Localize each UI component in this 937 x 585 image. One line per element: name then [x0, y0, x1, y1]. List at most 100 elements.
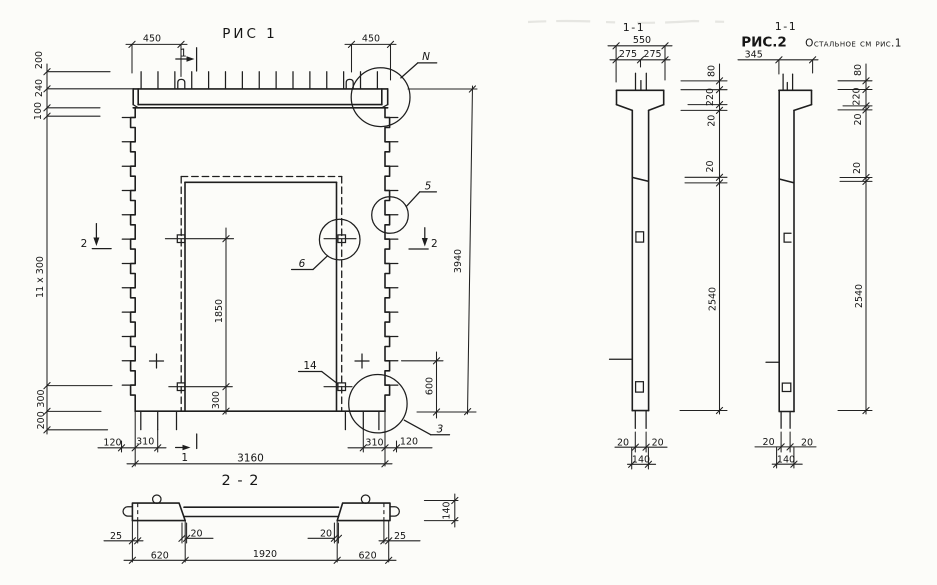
dim-20-left-label: 20 — [190, 529, 202, 540]
dim-310-right-label: 310 — [365, 438, 383, 449]
dim-2540-left-col-label: 2540 — [708, 287, 719, 311]
dim-300-left-label: 300 — [36, 389, 47, 407]
section-mark-2-left-label: 2 — [81, 238, 88, 250]
column-a-right-chain: 80 220 20 20 2540 — [679, 63, 728, 415]
section-mark-1-top-label: 1 — [180, 48, 187, 60]
dim-100-label: 100 — [33, 102, 44, 120]
dim-620-left-label: 620 — [151, 550, 169, 561]
dim-345-label: 345 — [745, 49, 763, 60]
dim-275-right-label: 275 — [643, 49, 661, 60]
dim-140-a-label: 140 — [632, 455, 650, 466]
embedded-plates — [164, 234, 357, 392]
column-b-top-dims: 345 — [737, 49, 819, 75]
section-mark-1-bottom: 1 — [174, 433, 198, 464]
section-1-1-right-title: 1-1 — [775, 20, 797, 33]
section-1-1-left: 1-1 550 275 — [607, 21, 728, 470]
opening-hidden-outline — [180, 175, 343, 412]
dim-240-label: 240 — [34, 79, 45, 97]
opening-outline — [184, 181, 338, 413]
section-2-2-view: 2 - 2 25 620 1920 620 — [103, 473, 459, 563]
column-b-outline — [765, 73, 813, 429]
top-rebar-dowels — [140, 71, 379, 90]
column-b-bottom-dims: 20 20 140 — [754, 431, 817, 469]
dim-20-lintel-right-col-label: 20 — [852, 162, 863, 174]
dim-80-right-col-label: 80 — [853, 64, 864, 76]
lifting-loop-plan-left — [151, 494, 162, 505]
keyed-side-edges — [121, 107, 399, 412]
dim-450-left-label: 450 — [143, 34, 161, 45]
bottom-dowels — [140, 410, 380, 431]
dim-20-foot-left-b-label: 20 — [763, 437, 775, 448]
fig1-title: РИС 1 — [222, 26, 278, 42]
section-mark-1-bottom-label: 1 — [181, 452, 188, 464]
dim-11x300-label: 11 x 300 — [35, 256, 46, 298]
callout-6: 6 — [290, 218, 361, 271]
callout-n-label: N — [422, 51, 430, 63]
column-a-top-dims: 550 275 275 — [607, 35, 673, 83]
callout-14-label: 14 — [303, 360, 317, 372]
dim-140-label: 140 — [441, 501, 452, 519]
dim-bottom-left: 120 310 — [97, 410, 167, 467]
dim-chain-left: 200 240 100 11 x 300 300 200 — [33, 51, 134, 435]
section-1-1-right: 1-1 РИС.2 Остальное см рис.1 345 — [737, 20, 902, 469]
dim-220-left-col-label: 220 — [705, 88, 716, 106]
dim-25-left-label: 25 — [110, 531, 122, 542]
dim-200-bottom-label: 200 — [36, 411, 47, 429]
dim-3160: 3160 — [126, 453, 393, 465]
dim-20-lintel-left-col-label: 20 — [705, 160, 716, 172]
callout-n: N — [350, 51, 438, 128]
column-a-bottom-dims: 20 20 140 — [614, 431, 668, 470]
dim-25-right-label: 25 — [394, 531, 406, 542]
lifting-loop-left — [177, 78, 186, 90]
fig2-note: Остальное см рис.1 — [805, 38, 902, 50]
dim-20-head-left-col-label: 20 — [707, 115, 718, 127]
dim-600: 600 — [400, 351, 444, 419]
dim-550-label: 550 — [633, 35, 651, 46]
dim-1920-label: 1920 — [253, 549, 277, 560]
section-1-1-left-title: 1-1 — [623, 21, 645, 34]
dim-20-foot-left-a-label: 20 — [617, 438, 629, 449]
dim-450-right: 450 — [344, 34, 397, 81]
dim-450-left: 450 — [125, 34, 188, 78]
section-mark-2-right: 2 — [408, 227, 438, 250]
section-2-2-title: 2 - 2 — [222, 473, 260, 489]
section-mark-2-left: 2 — [81, 222, 112, 250]
lifting-loop-plan-right — [360, 494, 371, 505]
dim-20-right-label: 20 — [320, 529, 332, 540]
dim-300-opening-label: 300 — [211, 391, 222, 409]
callout-5-label: 5 — [425, 181, 432, 193]
dim-3160-label: 3160 — [237, 453, 264, 465]
dim-450-right-label: 450 — [362, 34, 380, 45]
dim-bottom-right: 310 120 — [347, 410, 433, 467]
callout-5: 5 — [371, 181, 438, 234]
section-2-2-outline — [122, 494, 400, 522]
dim-20-head-right-col-label: 20 — [853, 113, 864, 125]
dim-20-foot-right-a-label: 20 — [652, 438, 664, 449]
section-mark-2-right-label: 2 — [431, 238, 438, 250]
dim-120-right-label: 120 — [400, 436, 418, 447]
scan-smudge — [527, 19, 741, 24]
dim-310-left-label: 310 — [136, 437, 154, 448]
callout-6-label: 6 — [299, 258, 306, 270]
end-hook-right — [389, 506, 400, 517]
dim-1850: 1850 300 — [211, 227, 227, 415]
callout-3-label: 3 — [437, 424, 444, 436]
dim-200-top-label: 200 — [34, 51, 45, 69]
dim-275-left-label: 275 — [619, 49, 637, 60]
dim-20-foot-right-b-label: 20 — [801, 438, 813, 449]
column-b-right-chain: 80 220 20 20 2540 — [837, 63, 873, 415]
fig2-label: РИС.2 — [741, 35, 787, 51]
callout-3: 3 — [348, 373, 451, 436]
dim-140-b-label: 140 — [777, 455, 795, 466]
dim-1850-label: 1850 — [214, 299, 225, 323]
dim-220-right-col-label: 220 — [852, 87, 863, 105]
section-mark-1-top: 1 — [175, 47, 198, 72]
column-a-outline — [608, 72, 665, 430]
dim-120-left-label: 120 — [103, 438, 121, 449]
dim-3940: 3940 — [407, 85, 478, 415]
lifting-loop-right — [345, 78, 354, 90]
section-2-2-dims: 25 620 1920 620 20 20 25 140 — [103, 493, 459, 563]
callout-14: 14 — [297, 360, 339, 385]
